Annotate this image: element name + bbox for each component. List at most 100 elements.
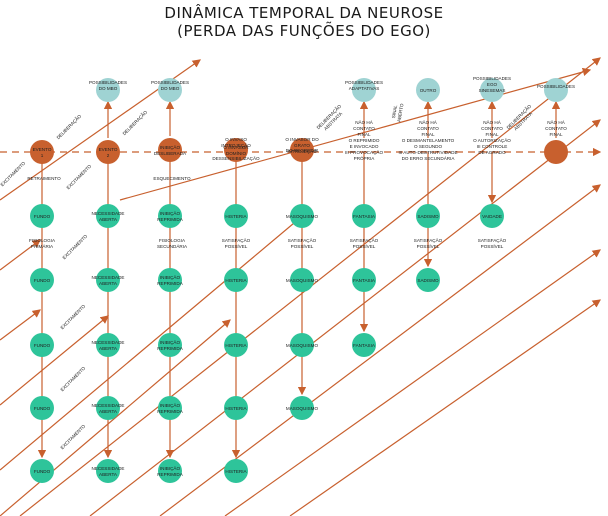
node-label: O INVASOR [223,145,249,150]
label-text: NÃO HÁ [483,119,502,125]
node-label: ABERTA [99,409,118,414]
node-r1c8: VAIDADE [480,204,504,228]
node-r1c5: MASOQUISMO [286,204,318,228]
node-label: INIBIÇÃO [160,339,181,345]
connector-line [224,249,601,516]
node-circle [416,204,440,228]
label-esquecimento: ESQUECIMENTO [153,176,191,181]
label-text: FINAL [357,132,370,137]
label-text: EGO [487,82,498,87]
node-label: REPRIMIDA [157,346,183,351]
label-excitamento-4: EXCITAMENTO [60,303,87,330]
label-text: POSSIBILIDADES [151,80,189,85]
node-circle [224,459,248,483]
node-circle [158,333,182,357]
label-text: SINESEMAS [479,88,506,93]
label-text: ABERTO [396,103,404,123]
label-text: CONTATO [481,126,503,131]
label-text: O INVASO [225,137,247,142]
node-r4c5: MASOQUISMO [286,396,319,420]
node-r2c5: MASOQUISMO [286,268,319,292]
node-circle [30,204,54,228]
node-circle [416,268,440,292]
node-label: 1 [41,153,44,158]
node-label: REPRIMIDA [157,281,183,286]
label-excitamento-2: EXCITAMENTO [66,163,93,190]
node-circle [158,204,182,228]
node-label: HISTERIA [225,214,247,219]
node-poss2 [158,78,182,102]
node-label: NECESSIDADE [92,340,125,345]
label-text: DO ERRO SECUNDÁRIA [402,155,456,161]
node-circle [158,268,182,292]
node-label: MASOQUISMO [286,343,319,348]
connector-line [0,315,109,406]
node-circle [30,333,54,357]
node-label: ABERTA [99,281,118,286]
node-r5c1: FUNDO [30,459,54,483]
node-circle [96,78,120,102]
label-text: POSSÍVEL [481,243,504,249]
node-label: MASOQUISMO [286,406,319,411]
connector-line [0,319,231,516]
diagram-title-line-1: DINÂMICA TEMPORAL DA NEUROSE [164,4,444,22]
node-circle [480,78,504,102]
label-text: EXCITAMENTO [62,233,89,260]
node-label: FUNDO [34,278,51,283]
node-ev-final [544,140,568,164]
label-text: PRIMÁRIA [31,243,54,249]
node-circle [158,78,182,102]
label-text: POSSÍVEL [417,243,440,249]
label-text: FISIOLOGIA [29,238,56,243]
label-text: FINAL [485,132,498,137]
node-r1c7: SADISMO [416,204,440,228]
node-circle [224,138,248,162]
node-label: ABERTA [99,346,118,351]
node-label: FANTASIA [353,214,376,219]
label-text: EXCITAMENTO [66,163,93,190]
node-circle [352,268,376,292]
node-poss-end [544,78,568,102]
node-label: DO REGREDIR [286,148,319,153]
node-circle [96,204,120,228]
node-label: FUNDO [34,406,51,411]
label-text: DELIBERAÇÃO [55,113,83,141]
node-label: FUNDO [34,343,51,348]
label-text: FISIOLOGIA [159,238,186,243]
node-label: REPRIMIDA [157,409,183,414]
node-circle [352,333,376,357]
label-text: SATISFAÇÃO [288,237,317,243]
node-label: SADISMO [417,214,439,219]
label-text: GRATO [294,143,310,148]
node-label: VAIDADE [482,214,502,219]
label-text: III AUTO-DESTRUTIVIDADE [398,150,457,155]
node-r3c4: HISTERIA [224,333,248,357]
node-label: FUNDO [34,469,51,474]
label-text: E INVOCADO [350,144,379,149]
node-label: HISTERIA [225,278,247,283]
node-r1c4: HISTERIA [224,204,248,228]
node-label: MASOQUISMO [286,278,319,283]
node-label: HISTERIA [225,406,247,411]
node-r2c4: HISTERIA [224,268,248,292]
node-label: INIBIÇÃO [160,144,181,150]
label-text: CONTATO [545,126,567,131]
node-label: INIBIÇÃO [160,402,181,408]
label-text: POSSÍVEL [353,243,376,249]
node-label: HISTERIA [225,469,247,474]
connector-line [0,239,41,271]
